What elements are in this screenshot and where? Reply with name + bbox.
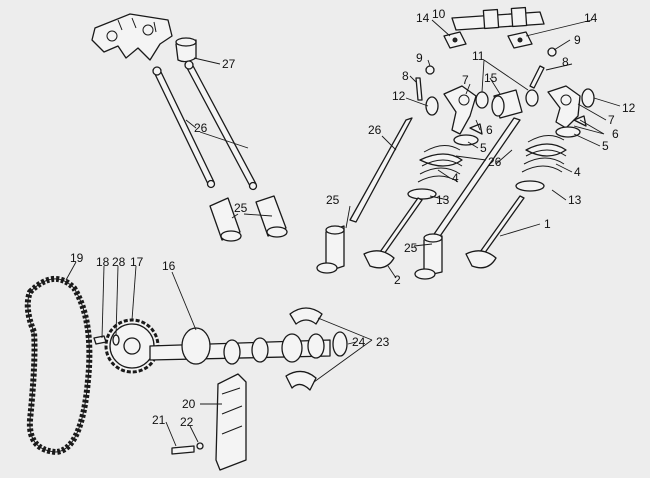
bolt-right (529, 65, 545, 89)
callout-6-left: 6 (486, 123, 493, 137)
rocker-arm-right (547, 85, 581, 129)
valve-retainer-right (555, 115, 587, 138)
chain-tensioner (215, 373, 247, 471)
callout-26-left: 26 (194, 121, 208, 135)
camshaft-sprocket (104, 318, 160, 374)
pushrod-left-pair (152, 60, 258, 191)
bearing-shell-lower (285, 370, 317, 391)
callout-7-left: 7 (462, 73, 469, 87)
valve-spring-right (521, 135, 567, 173)
callout-8-right: 8 (562, 55, 569, 69)
washer-left (475, 91, 489, 109)
sprocket-washer (112, 334, 120, 346)
sprocket-bolt (93, 335, 107, 345)
tappet-left-pair (209, 195, 288, 242)
callout-12-right: 12 (622, 101, 636, 115)
callout-24: 24 (352, 335, 366, 349)
callout-26-right: 26 (488, 155, 502, 169)
callout-2: 2 (394, 273, 401, 287)
callout-8-left: 8 (402, 69, 409, 83)
spring-seat-right (515, 180, 545, 192)
callout-15: 15 (484, 71, 498, 85)
valve-1 (465, 195, 525, 269)
valve-spring-left (417, 145, 463, 183)
callout-5-left: 5 (480, 141, 487, 155)
callout-14-right: 14 (584, 11, 598, 25)
tappet-middle (316, 225, 345, 274)
tappet-right (414, 233, 443, 280)
bolt-left (415, 77, 423, 101)
tappet-cup (175, 37, 197, 63)
callout-labels: 27 26 25 25 26 26 25 2 1 13 13 4 4 5 5 6… (70, 7, 636, 429)
callout-9-left: 9 (416, 51, 423, 65)
callout-20: 20 (182, 397, 196, 411)
callout-7-right: 7 (608, 113, 615, 127)
callout-25-middle: 25 (326, 193, 340, 207)
pushrod-middle (349, 117, 413, 223)
callout-6-right: 6 (612, 127, 619, 141)
callout-10: 10 (432, 7, 446, 21)
valve-2 (363, 197, 423, 269)
bushing (491, 89, 523, 119)
washer-right (525, 89, 539, 107)
callout-12-left: 12 (392, 89, 406, 103)
timing-chain (24, 276, 93, 455)
ring-left (425, 96, 439, 116)
nut-left (425, 65, 435, 75)
callout-28: 28 (112, 255, 126, 269)
callout-1: 1 (544, 217, 551, 231)
callout-23: 23 (376, 335, 390, 349)
callout-4-left: 4 (452, 171, 459, 185)
callout-16: 16 (162, 259, 176, 273)
rocker-support-block (91, 13, 173, 61)
callout-21: 21 (152, 413, 166, 427)
leader-lines (65, 19, 621, 447)
spring-seat-left (407, 188, 437, 200)
callout-9-right: 9 (574, 33, 581, 47)
tensioner-bolt (171, 445, 195, 455)
callout-22: 22 (180, 415, 194, 429)
callout-13-left: 13 (436, 193, 450, 207)
callout-14-left: 14 (416, 11, 430, 25)
callout-17: 17 (130, 255, 144, 269)
tensioner-washer (196, 442, 204, 450)
callout-26-middle: 26 (368, 123, 382, 137)
block-14-right (507, 31, 533, 49)
callout-11: 11 (472, 49, 485, 63)
callout-25-left: 25 (234, 201, 248, 215)
rocker-arm-left (443, 85, 477, 135)
ring-right (581, 88, 595, 108)
callout-27: 27 (222, 57, 236, 71)
bearing-shell-upper (289, 307, 323, 325)
callout-13-right: 13 (568, 193, 582, 207)
callout-4-right: 4 (574, 165, 581, 179)
callout-5-right: 5 (602, 139, 609, 153)
camshaft (149, 327, 331, 365)
block-14-left (443, 31, 467, 49)
callout-25-right: 25 (404, 241, 418, 255)
rocker-shaft (451, 6, 545, 31)
callout-18: 18 (96, 255, 110, 269)
o-ring (332, 331, 348, 357)
callout-19: 19 (70, 251, 84, 265)
